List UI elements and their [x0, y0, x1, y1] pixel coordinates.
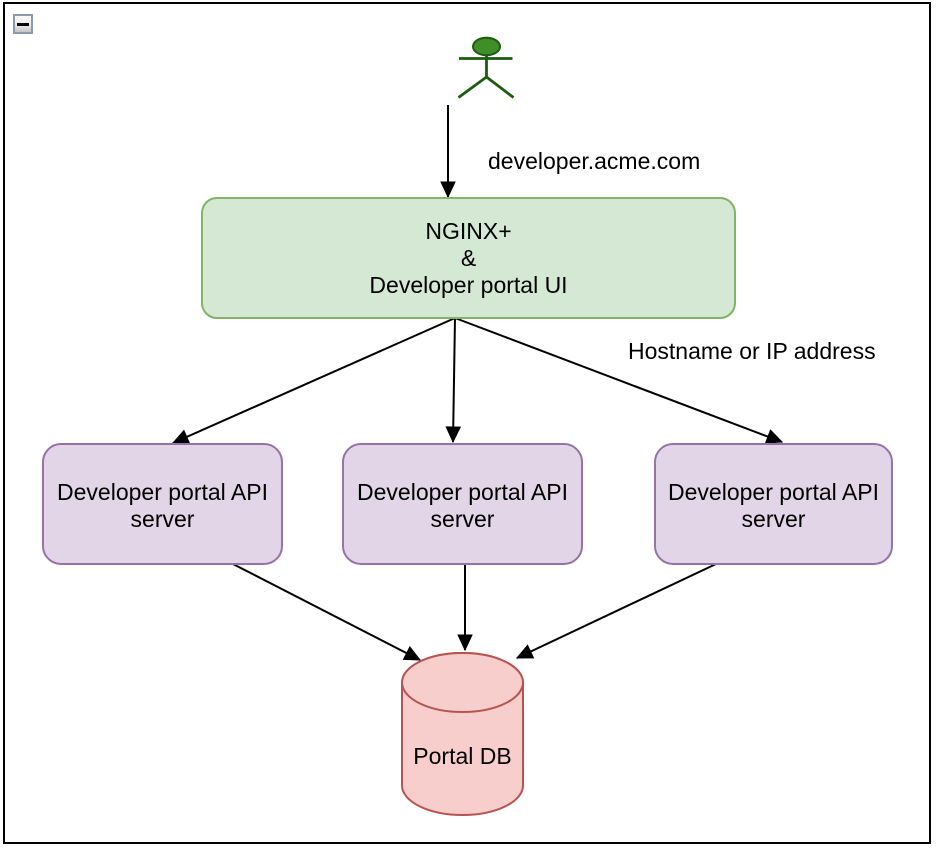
api-server-3-label-line1: Developer portal API — [668, 479, 879, 505]
edge-label-gateway-to-servers: Hostname or IP address — [628, 338, 876, 364]
edge-gateway-to-server-3 — [454, 317, 784, 444]
api-server-2-label-line2: server — [431, 506, 495, 532]
gateway-label-line1: NGINX+ — [425, 218, 511, 244]
collapse-minus-icon — [17, 22, 29, 26]
api-server-3-label-line2: server — [742, 506, 806, 532]
edge-server-3-to-db — [515, 563, 717, 659]
gateway-node: NGINX+ & Developer portal UI — [201, 197, 736, 319]
database-label: Portal DB — [413, 743, 511, 769]
api-server-1-label-line2: server — [131, 506, 195, 532]
actor-right-leg — [485, 75, 515, 99]
edge-gateway-to-server-2 — [445, 317, 462, 444]
gateway-shape — [201, 197, 736, 319]
actor-left-leg — [457, 75, 488, 99]
api-server-2-shape — [342, 443, 583, 565]
collapse-button[interactable] — [13, 14, 33, 34]
edge-label-actor-to-gateway: developer.acme.com — [488, 148, 700, 174]
api-server-2-label-line1: Developer portal API — [357, 479, 568, 505]
api-server-node-2: Developer portal API server — [342, 443, 583, 565]
api-server-1-label-line1: Developer portal API — [57, 479, 268, 505]
database-cylinder-top — [401, 652, 524, 713]
edge-server-1-to-db — [232, 563, 422, 661]
edge-gateway-to-server-1 — [171, 317, 456, 444]
api-server-node-3: Developer portal API server — [654, 443, 893, 565]
api-server-1-shape — [42, 443, 283, 565]
api-server-node-1: Developer portal API server — [42, 443, 283, 565]
actor-head — [472, 36, 501, 57]
gateway-label-line2: & — [461, 245, 476, 271]
gateway-label-line3: Developer portal UI — [369, 272, 567, 298]
database-node: Portal DB — [401, 652, 524, 816]
user-actor-icon — [457, 36, 515, 99]
api-server-3-shape — [654, 443, 893, 565]
